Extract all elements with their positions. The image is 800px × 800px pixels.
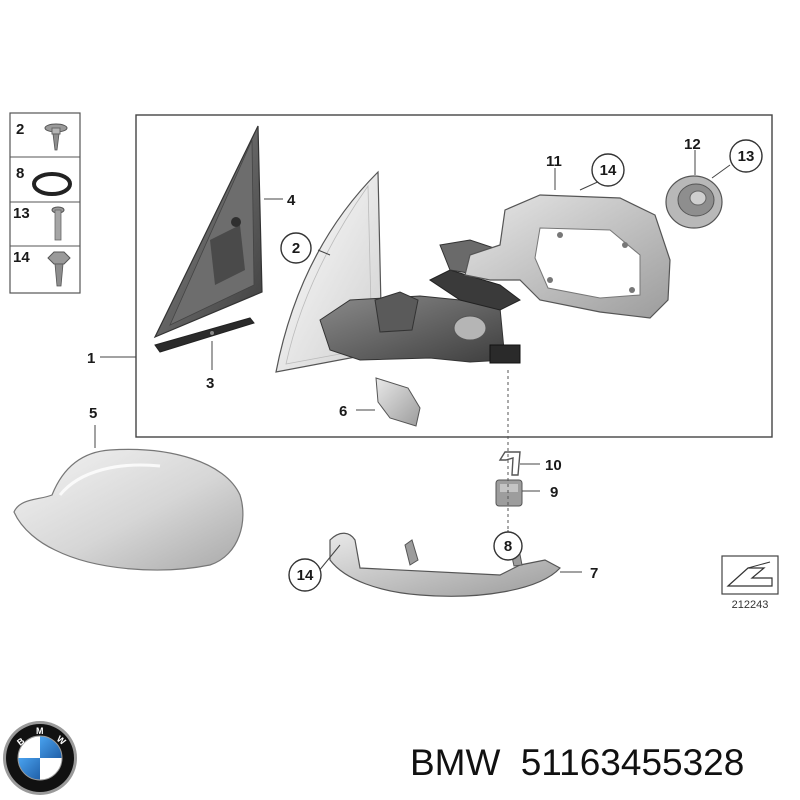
- callout-8-circle: 8: [493, 531, 523, 561]
- lamp-socket-part: [495, 479, 523, 507]
- brand-name: BMW: [410, 742, 501, 783]
- callout-13-circle: 13: [729, 139, 763, 173]
- legend-number-8: 8: [16, 165, 24, 182]
- o-ring-icon: [32, 172, 72, 196]
- callout-4: 4: [287, 192, 296, 209]
- callout-14-bottom: 14: [297, 567, 314, 584]
- callout-13: 13: [738, 148, 755, 165]
- legend-number-2: 2: [16, 121, 24, 138]
- bmw-logo: B M W: [3, 721, 77, 795]
- callout-5: 5: [89, 405, 97, 422]
- callout-12: 12: [684, 136, 701, 153]
- triangle-cover-part: [153, 125, 263, 339]
- part-number: 51163455328: [520, 742, 745, 783]
- svg-text:B: B: [15, 735, 27, 747]
- bolt-icon: [51, 206, 65, 241]
- callout-3: 3: [206, 375, 214, 392]
- svg-text:M: M: [36, 726, 44, 736]
- reference-box: 212243: [721, 555, 779, 611]
- reference-number: 212243: [732, 599, 769, 611]
- callout-14-top: 14: [600, 162, 617, 179]
- motor-drive-part: [665, 175, 723, 229]
- screw-icon: [44, 123, 68, 151]
- lower-trim-part: [329, 532, 561, 597]
- callout-10: 10: [545, 457, 562, 474]
- assembly-frame: [135, 114, 773, 438]
- gasket-strip-part: [154, 317, 255, 353]
- legend-number-14: 14: [13, 249, 30, 266]
- legend-box: [9, 112, 81, 294]
- part-caption: BMW 51163455328: [410, 738, 790, 788]
- callout-8: 8: [504, 538, 512, 555]
- small-cover-part: [375, 377, 421, 427]
- legend-number-13: 13: [13, 205, 30, 222]
- callout-14-top-circle: 14: [591, 153, 625, 187]
- callout-2: 2: [292, 240, 300, 257]
- hardware-legend: 2 8 13 14: [9, 112, 81, 294]
- callout-7: 7: [590, 565, 598, 582]
- callout-14-bottom-circle: 14: [288, 558, 322, 592]
- arrow-icon: [726, 561, 773, 587]
- screw-icon: [47, 251, 71, 287]
- housing-frame-part: [464, 194, 671, 319]
- callout-11: 11: [546, 153, 562, 170]
- mirror-cap-part: [13, 448, 244, 571]
- callout-1: 1: [87, 350, 95, 367]
- callout-9: 9: [550, 484, 558, 501]
- clip-part: [498, 451, 521, 476]
- callout-2-circle: 2: [280, 232, 312, 264]
- callout-6: 6: [339, 403, 347, 420]
